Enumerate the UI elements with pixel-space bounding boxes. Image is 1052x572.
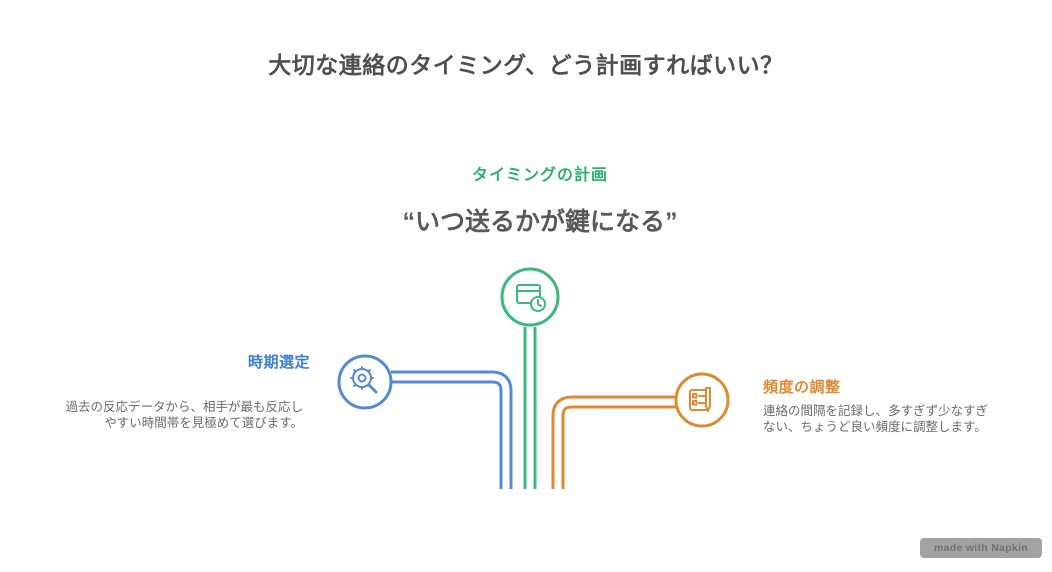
left-branch-label: 時期選定: [247, 354, 310, 371]
blue-connector: [390, 370, 513, 489]
right-branch-body: 連絡の間隔を記録し、多すぎず少なすぎない、ちょうど良い頻度に調整します。: [763, 404, 989, 435]
center-topic-label: タイミングの計画: [471, 167, 608, 184]
right-branch-label: 頻度の調整: [763, 379, 841, 396]
orange-connector: [551, 395, 678, 489]
center-heading: “いつ送るかが鍵になる”: [402, 208, 678, 236]
page-title: 大切な連絡のタイミング、どう計画すればいい？: [268, 52, 784, 78]
calendar-clock-icon: [516, 284, 546, 312]
watermark-badge[interactable]: made with Napkin: [920, 538, 1042, 558]
left-branch-body: 過去の反応データから、相手が最も反応しやすい時間帯を見極めて選びます。: [65, 400, 303, 431]
clipboard-pen-icon: [689, 387, 711, 412]
magnifier-gear-icon: [350, 366, 378, 394]
left-node: [337, 354, 393, 410]
center-node: [500, 267, 560, 327]
right-node: [674, 372, 730, 428]
